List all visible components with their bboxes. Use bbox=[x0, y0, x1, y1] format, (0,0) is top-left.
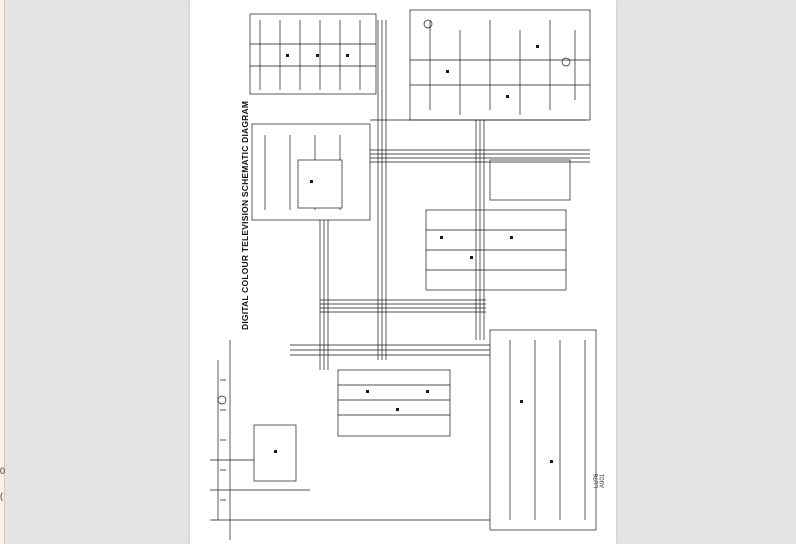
video-block bbox=[251, 123, 371, 221]
schematic-page: LU76 A901 bbox=[190, 0, 616, 544]
ic-video bbox=[297, 159, 343, 209]
edge-mark-top: 0 bbox=[0, 466, 6, 476]
component-dots bbox=[274, 45, 553, 463]
ic-jungle bbox=[337, 369, 451, 437]
footer-code: LU76 A901 bbox=[594, 473, 606, 488]
deflection-block bbox=[489, 329, 597, 531]
tuner-block bbox=[249, 13, 377, 95]
schematic-title: DIGITAL COLOUR TELEVISION SCHEMATIC DIAG… bbox=[240, 100, 250, 330]
edge-mark-bottom: ( bbox=[0, 491, 3, 501]
schematic-drawing bbox=[210, 9, 597, 540]
ic-audio bbox=[253, 424, 297, 482]
left-panel-edge bbox=[0, 0, 5, 544]
ic-upper bbox=[489, 159, 571, 201]
